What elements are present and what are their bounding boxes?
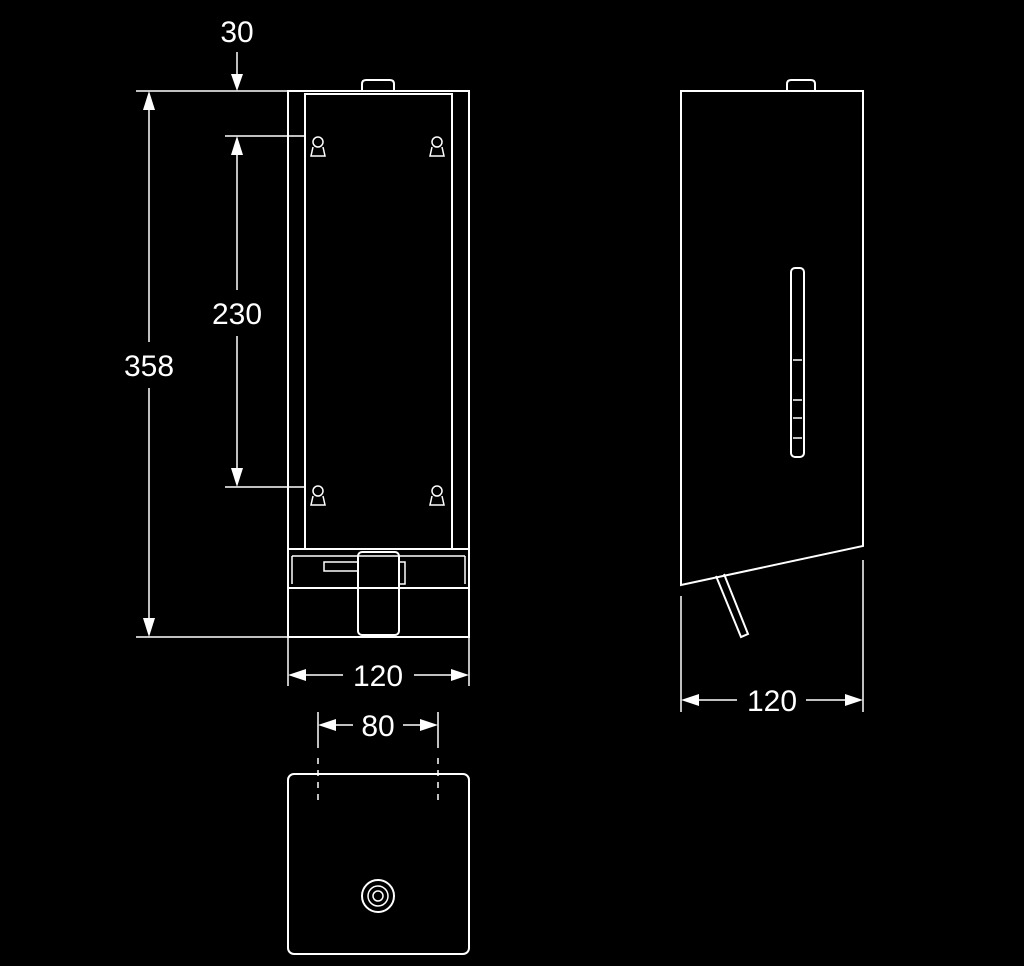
side-push-lever — [715, 573, 750, 639]
keyhole-bottom-left-icon — [310, 485, 326, 506]
top-body-outline — [287, 773, 470, 955]
dim-side-width-label: 120 — [747, 685, 797, 718]
dim-mount-spacing: 230 — [212, 135, 305, 488]
dim-side-width: 120 — [680, 560, 864, 718]
dim-top-offset-label: 30 — [220, 16, 253, 49]
front-pump-bracket — [398, 561, 406, 585]
front-top-cap — [361, 79, 395, 91]
front-view — [287, 79, 470, 638]
dim-height: 358 — [124, 91, 358, 638]
side-level-window — [790, 267, 805, 458]
keyhole-top-right-icon — [429, 136, 445, 157]
dim-front-width: 120 — [287, 588, 470, 693]
keyhole-top-left-icon — [310, 136, 326, 157]
dim-front-width-label: 120 — [353, 660, 403, 693]
dim-height-label: 358 — [124, 350, 174, 383]
front-body-outline — [287, 90, 470, 638]
side-body-outline — [680, 90, 864, 587]
dim-top-width: 80 — [317, 710, 439, 748]
keyhole-bottom-right-icon — [429, 485, 445, 506]
front-pump-nozzle — [357, 551, 400, 636]
side-view — [680, 79, 864, 639]
dim-top-offset: 30 — [136, 16, 288, 92]
dim-top-width-label: 80 — [361, 710, 394, 743]
dim-mount-spacing-label: 230 — [212, 298, 262, 331]
top-fill-cap-icon — [361, 879, 395, 913]
front-inner-panel — [304, 93, 453, 550]
top-view — [287, 758, 470, 955]
side-top-cap — [786, 79, 816, 91]
front-pump-lever — [323, 561, 359, 572]
